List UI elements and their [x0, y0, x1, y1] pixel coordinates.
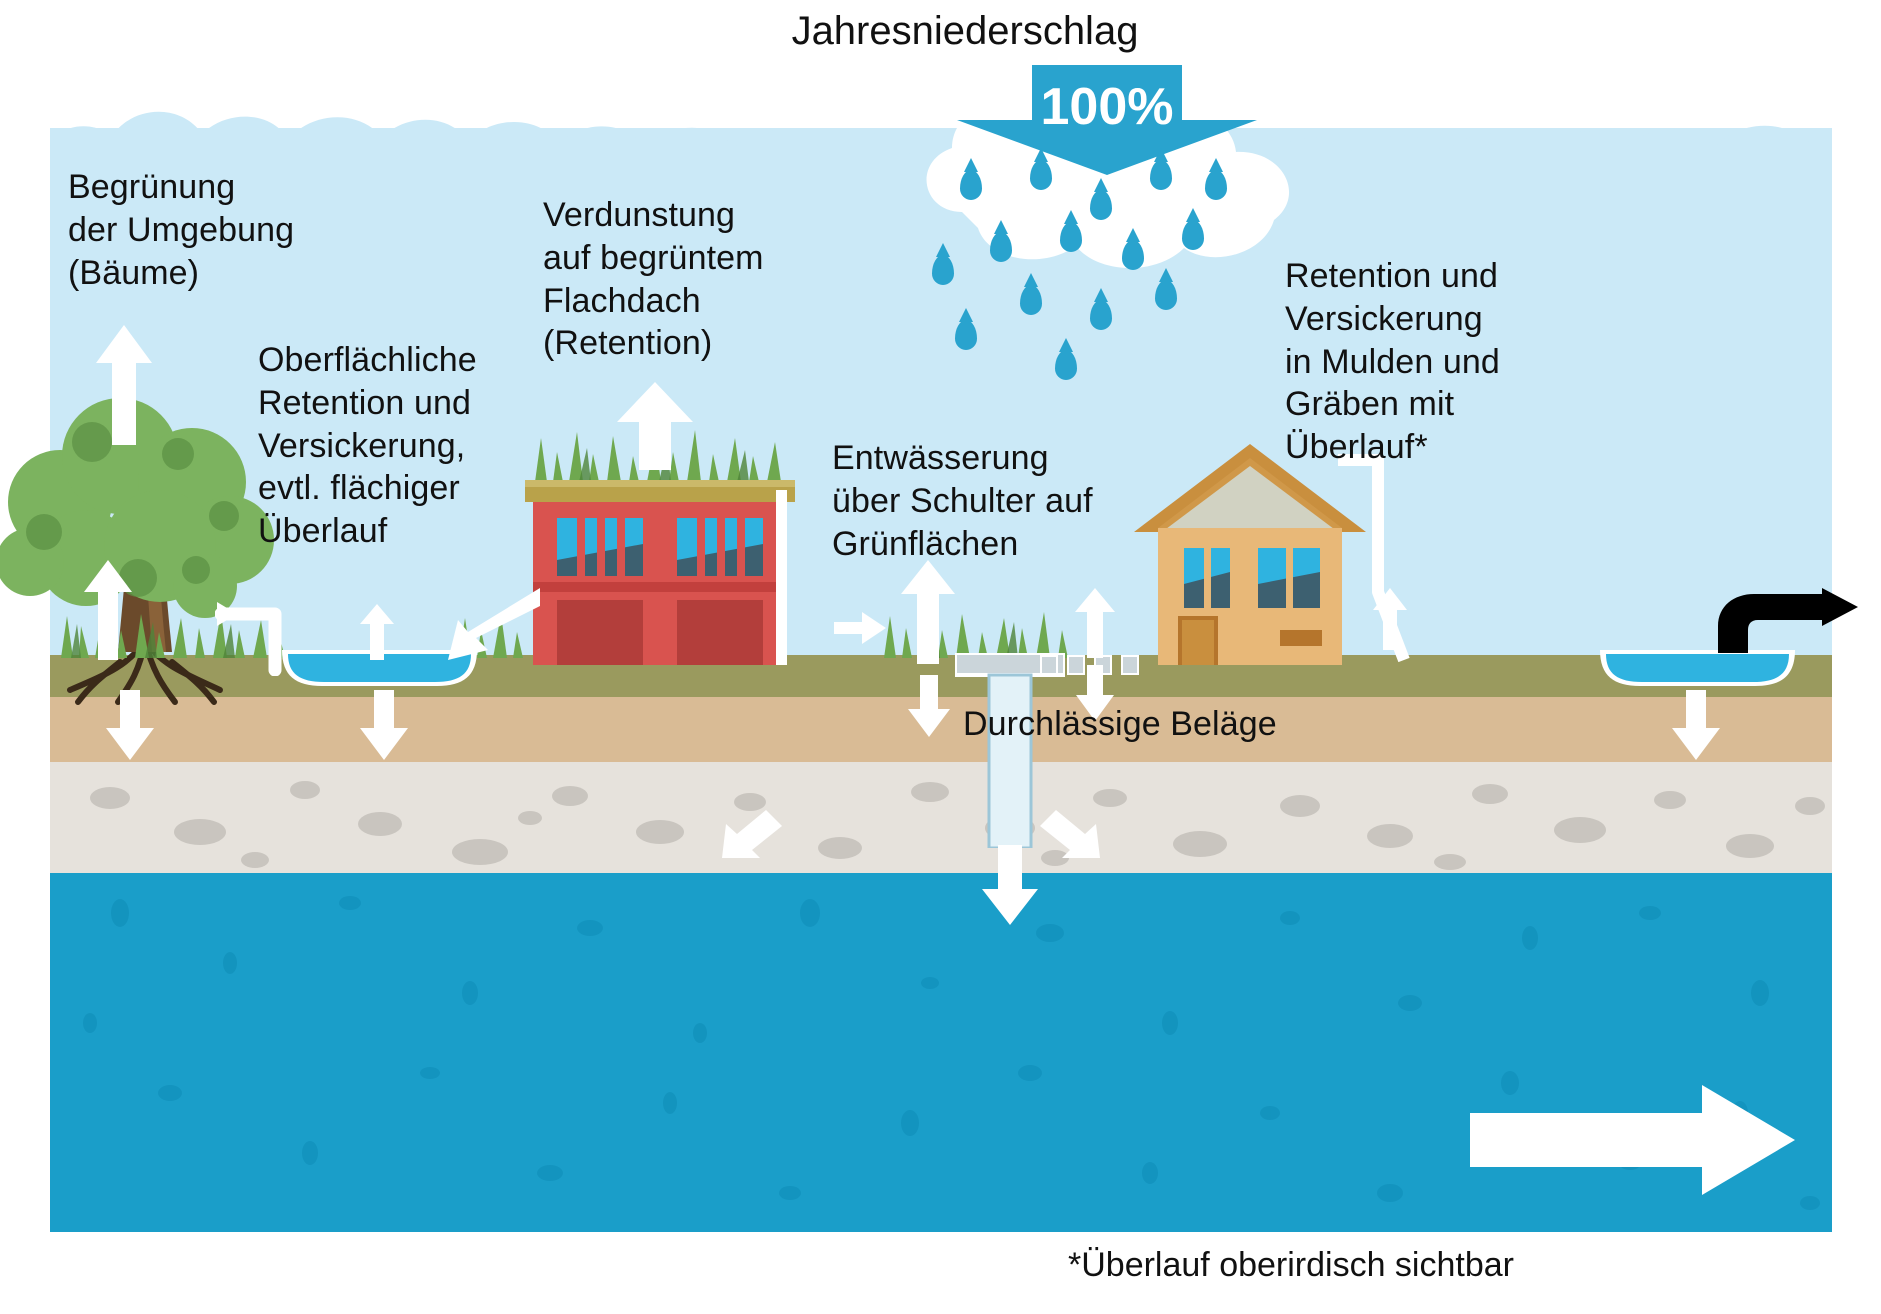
paving-block [1121, 655, 1139, 675]
tree-icon [0, 390, 290, 710]
retention-swale-right [1600, 650, 1795, 691]
precipitation-value: 100% [1040, 78, 1174, 136]
raindrop-icon [990, 220, 1012, 262]
raindrop-group [932, 148, 1300, 380]
cloud-edge-decoration [50, 96, 1832, 186]
drainage-arrow-right [834, 612, 886, 644]
raindrop-icon [1182, 208, 1204, 250]
evaporation-arrow-up [360, 604, 394, 660]
label-drainage-over-shoulder: Entwässerung über Schulter auf Grünfläch… [832, 439, 1093, 563]
overflow-arrow-black [1718, 588, 1858, 653]
gravel-layer [50, 762, 1832, 873]
evaporation-arrow-up [84, 560, 132, 660]
label-evaporation-green-roof: Verdunstung auf begrüntem Flachdach (Ret… [543, 196, 764, 363]
shaft-infiltration-arrow-down [982, 845, 1038, 925]
precipitation-arrow: 100% [957, 65, 1257, 175]
raindrop-icon [955, 308, 977, 350]
subsoil-layer [50, 697, 1832, 762]
raindrop-icon [1090, 288, 1112, 330]
evaporation-arrow-up [1373, 588, 1407, 650]
retention-pond-left [282, 650, 477, 691]
evaporation-arrow-up [96, 325, 152, 445]
infiltration-arrow-down [360, 690, 408, 760]
raindrop-icon [1030, 148, 1052, 190]
raindrop-icon [1155, 268, 1177, 310]
raindrop-icon [1020, 273, 1042, 315]
raindrop-icon [1090, 178, 1112, 220]
groundwater-flow-arrow [1470, 1085, 1795, 1195]
label-surface-retention: Oberflächliche Retention und Versickerun… [258, 341, 477, 551]
raindrop-icon [1150, 148, 1172, 190]
evaporation-arrow-up [1075, 588, 1115, 658]
infiltration-arrow-down [908, 675, 950, 737]
evaporation-arrow-up [901, 560, 955, 664]
raindrop-icon [932, 243, 954, 285]
page-title: Jahresniederschlag [791, 9, 1139, 53]
infiltration-arrow-down [106, 690, 154, 760]
groundwater-layer [50, 873, 1832, 1232]
paving-block [1040, 655, 1058, 675]
label-pointer-arrow [448, 588, 540, 660]
raindrop-icon [1060, 210, 1082, 252]
raindrop-icon [1205, 158, 1227, 200]
label-greening-surroundings: Begrünung der Umgebung (Bäume) [68, 168, 295, 292]
infiltration-arrow-down [1076, 665, 1114, 721]
raindrop-icon [960, 158, 982, 200]
raindrop-icon [1122, 228, 1144, 270]
flat-roof-building-icon [525, 430, 795, 665]
house-icon [1130, 440, 1370, 665]
overflow-pipe-left [215, 596, 325, 676]
green-roof-evaporation-arrow [617, 382, 693, 470]
flat-roof-drain-line [772, 490, 802, 665]
paving-block [1067, 655, 1085, 675]
infiltration-arrow-down [1672, 690, 1720, 760]
label-permeable-paving: Durchlässige Beläge [963, 705, 1277, 743]
raindrop-icon [1055, 338, 1077, 380]
shaft-infiltration-arrow-left [722, 810, 782, 858]
shaft-infiltration-arrow-right [1040, 810, 1100, 858]
label-retention-swales: Retention und Versickerung in Mulden und… [1285, 257, 1500, 467]
footnote-overflow: *Überlauf oberirdisch sichtbar [1068, 1246, 1514, 1284]
